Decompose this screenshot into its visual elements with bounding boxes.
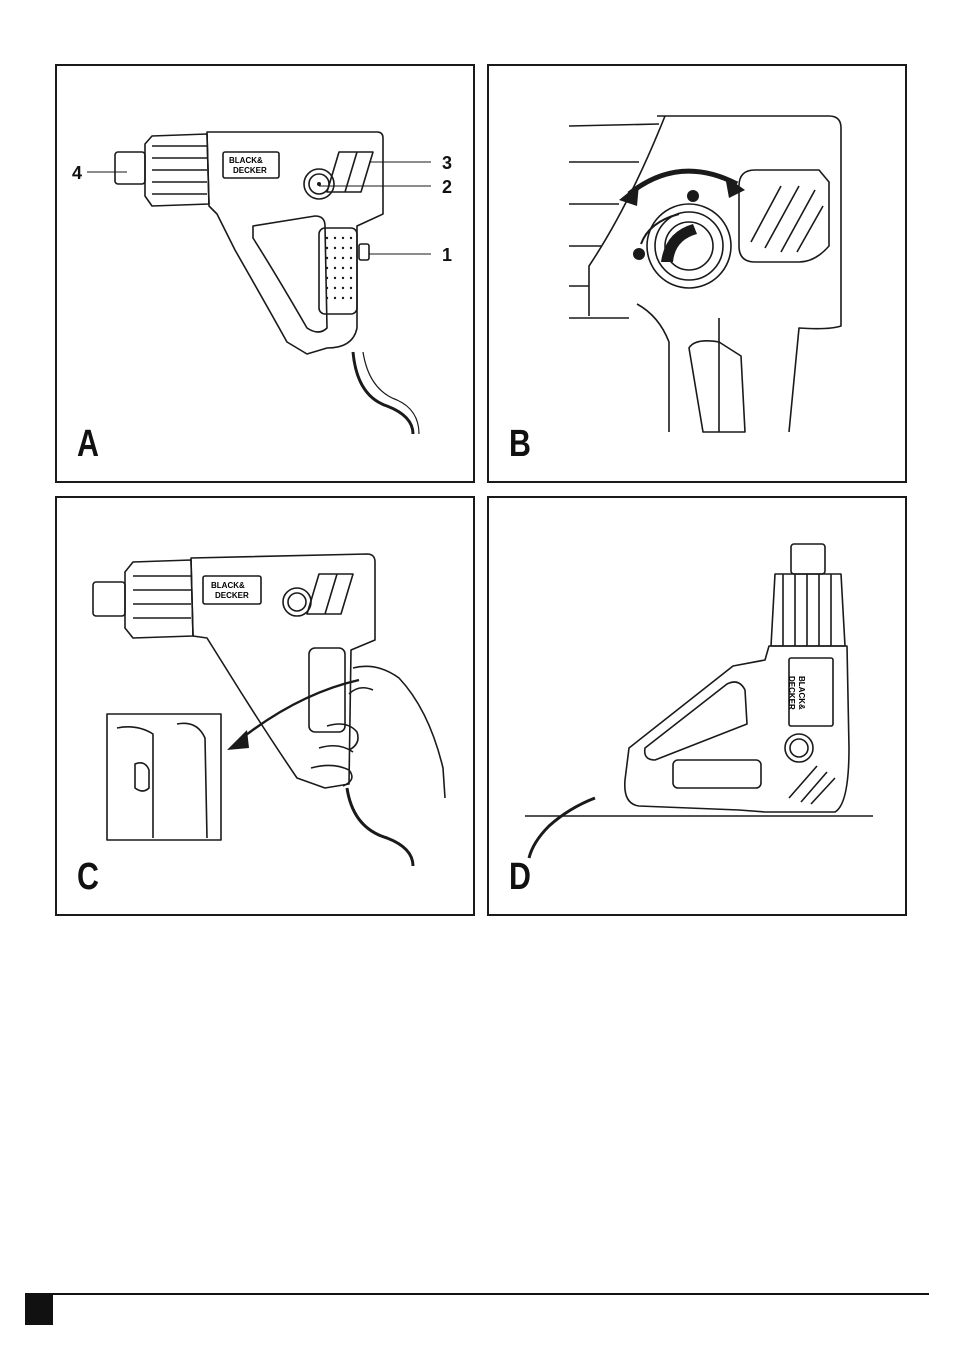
arrow-head-left-icon <box>619 184 639 206</box>
callout-1: 1 <box>442 246 452 264</box>
footer-rule <box>25 1293 929 1295</box>
nozzle-shape <box>93 582 125 616</box>
temperature-dial <box>647 204 731 288</box>
hand-grip-illustration: BLACK& DECKER <box>57 498 473 914</box>
page-marker-block <box>25 1295 53 1325</box>
nozzle-shape <box>115 152 145 184</box>
temperature-dial-detail-illustration <box>489 66 905 481</box>
high-setting-dot-icon <box>687 190 699 202</box>
callout-3: 3 <box>442 154 452 172</box>
arrow-head-right-icon <box>725 176 745 198</box>
inset-detail-frame <box>107 714 221 840</box>
figure-letter-b: B <box>509 425 531 463</box>
figure-b-panel: B <box>487 64 907 483</box>
stand-on-surface-illustration: BLACK& DECKER <box>489 498 905 914</box>
figure-letter-c: C <box>77 858 99 896</box>
brand-label-line2: DECKER <box>215 591 249 600</box>
heat-gun-side-view-illustration: BLACK& DECKER <box>57 66 473 481</box>
direction-arrow <box>237 680 359 742</box>
brand-label-line1: BLACK& <box>229 156 263 165</box>
figure-c-panel: BLACK& DECKER C <box>55 496 475 916</box>
figure-letter-d: D <box>509 858 531 896</box>
low-setting-dot-icon <box>633 248 645 260</box>
callout-4: 4 <box>72 164 82 182</box>
arrow-head-icon <box>227 730 249 750</box>
brand-label-line1: BLACK& <box>211 581 245 590</box>
brand-label-line2: DECKER <box>787 676 796 710</box>
nozzle-shape <box>791 544 825 574</box>
rotation-arrow <box>629 171 737 194</box>
figure-letter-a: A <box>77 425 99 463</box>
brand-label-line1: BLACK& <box>797 676 806 710</box>
figure-d-panel: BLACK& DECKER D <box>487 496 907 916</box>
brand-label-line2: DECKER <box>233 166 267 175</box>
callout-2: 2 <box>442 178 452 196</box>
figure-a-panel: BLACK& DECKER 4 3 2 1 A <box>55 64 475 483</box>
